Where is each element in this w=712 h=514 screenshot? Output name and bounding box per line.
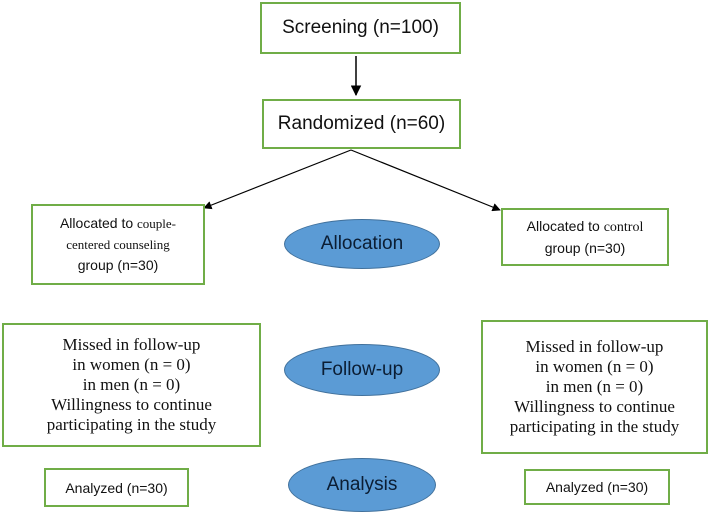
followup-left-line1: Missed in follow-up [62, 335, 201, 354]
followup-right-box: Missed in follow-up in women (n = 0) in … [481, 320, 708, 454]
analyzed-left-box: Analyzed (n=30) [44, 468, 189, 507]
allocation-control-box: Allocated to control group (n=30) [501, 208, 669, 266]
allocation-stage: Allocation [284, 219, 440, 269]
allocation-couple-box: Allocated to couple- centered counseling… [31, 204, 205, 285]
followup-right-line3: in men (n = 0) [545, 377, 644, 396]
followup-right-line4: Willingness to continue [514, 397, 675, 416]
analysis-stage-label: Analysis [326, 474, 398, 495]
followup-left-box: Missed in follow-up in women (n = 0) in … [2, 323, 261, 447]
allocation-couple-line3: group (n=30) [77, 257, 159, 273]
analyzed-right-label: Analyzed (n=30) [545, 479, 649, 495]
followup-left-line5: participating in the study [46, 415, 217, 434]
analyzed-right-box: Analyzed (n=30) [524, 469, 670, 505]
followup-left-line3: in men (n = 0) [82, 375, 181, 394]
followup-right-line2: in women (n = 0) [535, 357, 654, 376]
followup-left-line4: Willingness to continue [51, 395, 212, 414]
followup-stage-label: Follow-up [320, 359, 404, 380]
allocation-control-line1: Allocated to control [526, 217, 644, 235]
arrow-randomized-to-couple-group [203, 149, 352, 210]
followup-right-line1: Missed in follow-up [525, 337, 664, 356]
screening-label: Screening (n=100) [282, 17, 439, 38]
allocation-stage-label: Allocation [320, 233, 404, 254]
followup-stage: Follow-up [284, 344, 440, 396]
allocation-couple-line1: Allocated to couple- [59, 215, 177, 231]
randomized-label: Randomized (n=60) [277, 113, 446, 134]
allocation-couple-line2: centered counseling [66, 237, 170, 252]
analysis-stage: Analysis [288, 458, 436, 512]
allocation-control-line2: group (n=30) [544, 239, 626, 256]
followup-left-line2: in women (n = 0) [72, 355, 191, 374]
randomized-box: Randomized (n=60) [262, 99, 461, 149]
analyzed-left-label: Analyzed (n=30) [65, 479, 168, 496]
arrow-randomized-to-control-group [350, 149, 501, 212]
screening-box: Screening (n=100) [260, 2, 461, 54]
followup-right-line5: participating in the study [509, 417, 680, 436]
